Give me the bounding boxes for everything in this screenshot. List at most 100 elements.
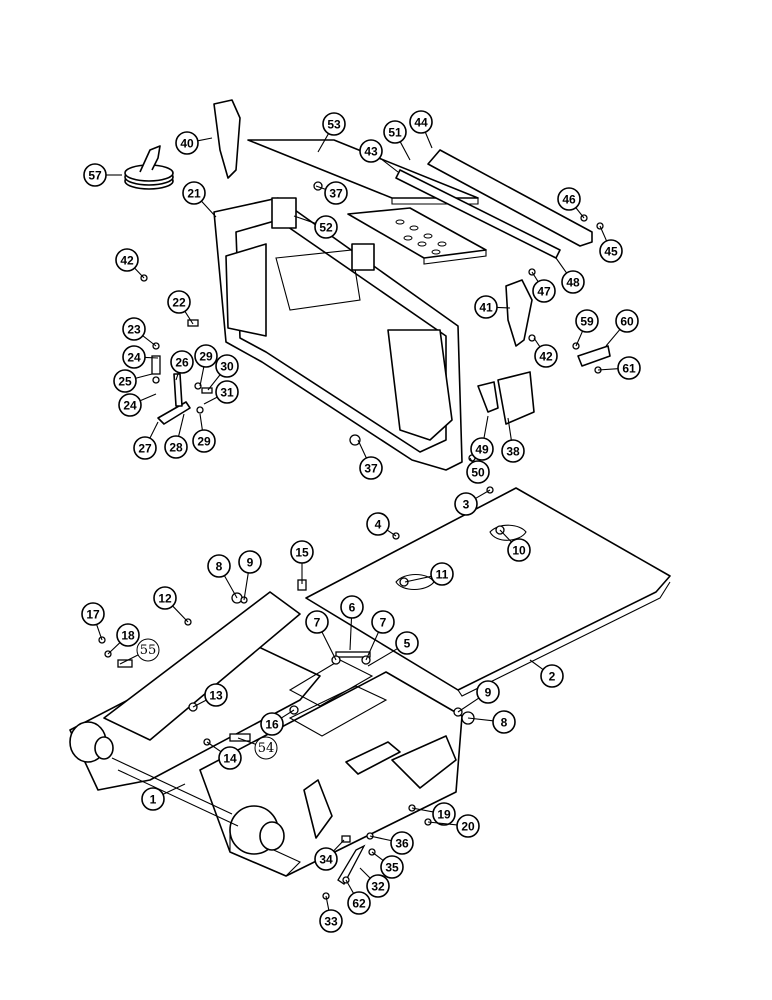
callout-leader: [369, 835, 392, 842]
callout-circle: [194, 344, 218, 368]
callout-label: 54: [258, 741, 275, 756]
callout-label: 30: [220, 360, 234, 374]
callout-16: 16: [260, 709, 295, 736]
callout-leader: [333, 839, 345, 852]
callout-label: 47: [537, 285, 551, 299]
callout-leader: [223, 575, 238, 599]
small-plate-60: [577, 345, 611, 367]
callout-label: 25: [118, 375, 132, 389]
callout-leader: [555, 257, 568, 274]
callout-23: 23: [122, 317, 157, 347]
callout-label: 48: [566, 276, 580, 290]
callout-30: 30: [207, 354, 239, 391]
callout-24: 24: [122, 345, 159, 369]
callout-31: 31: [203, 380, 239, 405]
callout-circle: [371, 610, 395, 634]
callout-circle: [136, 638, 160, 662]
callout-1: 1: [141, 783, 186, 811]
callout-37: 37: [315, 181, 348, 205]
lower-base-assembly: [69, 486, 671, 900]
callout-12: 12: [153, 586, 189, 623]
callout-leader: [345, 879, 355, 894]
callout-label: 16: [265, 718, 279, 732]
callout-leader: [411, 807, 434, 813]
callout-leader: [575, 330, 584, 347]
callout-leader: [96, 624, 103, 641]
callout-label: 29: [197, 435, 211, 449]
callout-circle: [167, 290, 191, 314]
callout-leader: [162, 783, 186, 795]
callout-circle: [380, 855, 404, 879]
callout-5: 5: [367, 631, 419, 667]
callout-44: 44: [409, 110, 433, 149]
callout-leader: [134, 267, 145, 279]
callout-leader: [427, 821, 458, 826]
callout-circle: [617, 356, 641, 380]
callout-leader: [321, 631, 337, 661]
vented-plate: [347, 207, 487, 265]
callout-label: 40: [180, 137, 194, 151]
callout-leader: [404, 575, 432, 583]
callout-51: 51: [383, 120, 411, 161]
callout-32: 32: [359, 867, 390, 898]
callout-22: 22: [167, 290, 194, 325]
callout-circle: [474, 295, 498, 319]
callout-label: 6: [349, 601, 356, 615]
callout-circle: [164, 435, 188, 459]
callout-circle: [305, 610, 329, 634]
callout-label: 37: [329, 187, 343, 201]
callout-circle: [347, 891, 371, 915]
callout-leader: [359, 867, 371, 879]
callout-60: 60: [605, 309, 639, 347]
callout-7: 7: [365, 610, 395, 661]
callout-9: 9: [238, 550, 262, 601]
callout-circle: [215, 354, 239, 378]
callout-circle: [322, 112, 346, 136]
callout-leader: [207, 374, 221, 391]
callout-53: 53: [317, 112, 346, 153]
callout-label: 59: [580, 315, 594, 329]
callout-leader: [142, 335, 157, 347]
callout-leader: [317, 133, 330, 153]
callout-label: 33: [324, 915, 338, 929]
callout-circle: [319, 909, 343, 933]
callout-leader: [357, 439, 367, 459]
callout-label: 41: [479, 301, 493, 315]
callout-3: 3: [454, 489, 491, 516]
callout-leader: [367, 648, 398, 667]
callout-label: 9: [247, 556, 254, 570]
callout-circle: [359, 456, 383, 480]
callout-circle: [390, 831, 414, 855]
callout-4: 4: [366, 512, 397, 537]
callout-label: 55: [140, 643, 157, 658]
callout-54: 54: [237, 736, 278, 760]
callout-leader: [184, 310, 194, 325]
callout-circle: [454, 492, 478, 516]
callout-circle: [492, 710, 516, 734]
callout-leader: [349, 617, 353, 651]
callout-circle: [238, 550, 262, 574]
callout-label: 50: [471, 466, 485, 480]
callout-leader: [605, 329, 621, 347]
callout-circle: [207, 554, 231, 578]
callout-leader: [192, 699, 207, 708]
callout-55: 55: [119, 638, 160, 665]
callout-circle: [215, 380, 239, 404]
callout-29: 29: [192, 413, 216, 453]
callout-label: 45: [604, 245, 618, 259]
callout-label: 28: [169, 441, 183, 455]
callout-label: 11: [436, 568, 449, 582]
callout-label: 49: [475, 443, 489, 457]
callout-27: 27: [133, 421, 159, 460]
callout-57: 57: [83, 163, 122, 187]
callout-7: 7: [305, 610, 337, 661]
callout-label: 42: [120, 254, 134, 268]
callout-circle: [260, 712, 284, 736]
callout-leader: [107, 642, 121, 655]
callout-45: 45: [599, 225, 623, 263]
callout-circle: [615, 309, 639, 333]
callout-59: 59: [575, 309, 599, 347]
callout-label: 20: [461, 820, 475, 834]
